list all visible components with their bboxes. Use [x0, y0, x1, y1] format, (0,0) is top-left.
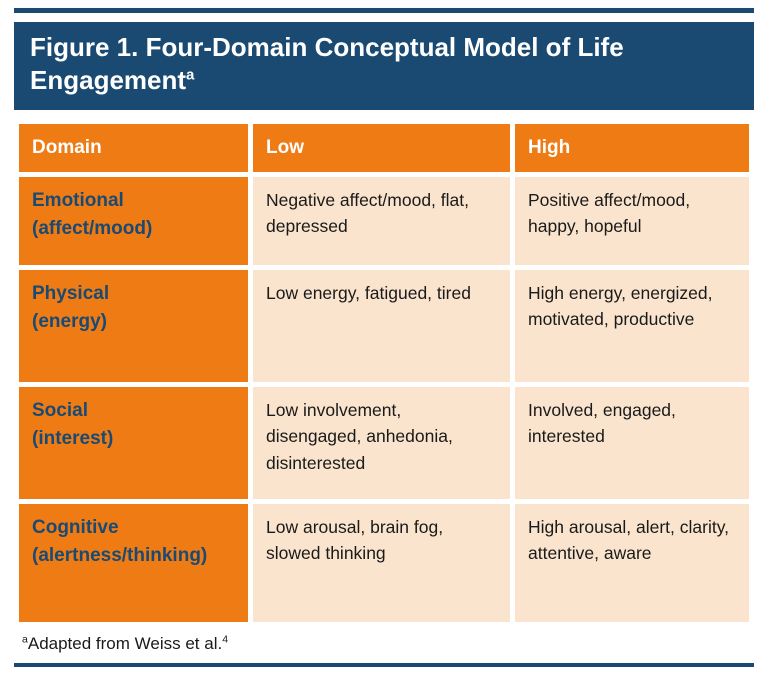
domain-name: Emotional: [32, 190, 124, 212]
top-divider-rule: [14, 8, 754, 13]
low-cell-social: Low involvement, disengaged, anhedonia, …: [253, 387, 510, 500]
domain-name: Social: [32, 400, 88, 422]
title-footnote-marker: a: [186, 66, 195, 84]
domain-qualifier: (alertness/thinking): [32, 544, 208, 566]
column-header-domain: Domain: [19, 124, 248, 173]
table-row-physical: Physical (energy) Low energy, fatigued, …: [19, 270, 749, 383]
four-domain-table: Domain Low High Emotional (affect/mood) …: [14, 119, 754, 627]
low-cell-emotional: Negative affect/mood, flat, depressed: [253, 177, 510, 266]
domain-qualifier: (interest): [32, 427, 114, 449]
low-cell-cognitive: Low arousal, brain fog, slowed thinking: [253, 504, 510, 623]
domain-cell-cognitive: Cognitive (alertness/thinking): [19, 504, 248, 623]
high-cell-physical: High energy, energized, motivated, produ…: [515, 270, 749, 383]
figure-title-bar: Figure 1. Four-Domain Conceptual Model o…: [14, 22, 754, 111]
high-cell-cognitive: High arousal, alert, clarity, attentive,…: [515, 504, 749, 623]
figure-footnote: aAdapted from Weiss et al.4: [22, 634, 754, 654]
domain-qualifier: (energy): [32, 310, 107, 332]
low-cell-physical: Low energy, fatigued, tired: [253, 270, 510, 383]
figure-title: Figure 1. Four-Domain Conceptual Model o…: [30, 31, 738, 97]
table-row-cognitive: Cognitive (alertness/thinking) Low arous…: [19, 504, 749, 623]
bottom-divider-rule: [14, 663, 754, 668]
table-header-row: Domain Low High: [19, 124, 749, 173]
table-row-emotional: Emotional (affect/mood) Negative affect/…: [19, 177, 749, 266]
footnote-marker: a: [22, 633, 28, 646]
domain-cell-physical: Physical (energy): [19, 270, 248, 383]
domain-name: Physical: [32, 283, 110, 305]
figure-title-text: Figure 1. Four-Domain Conceptual Model o…: [30, 32, 624, 96]
footnote-text: Adapted from Weiss et al.: [27, 634, 223, 654]
domain-qualifier: (affect/mood): [32, 217, 153, 239]
footnote-reference-number: 4: [222, 633, 229, 646]
high-cell-social: Involved, engaged, interested: [515, 387, 749, 500]
column-header-high: High: [515, 124, 749, 173]
domain-cell-social: Social (interest): [19, 387, 248, 500]
domain-name: Cognitive: [32, 517, 119, 539]
column-header-low: Low: [253, 124, 510, 173]
table-row-social: Social (interest) Low involvement, disen…: [19, 387, 749, 500]
domain-cell-emotional: Emotional (affect/mood): [19, 177, 248, 266]
high-cell-emotional: Positive affect/mood, happy, hopeful: [515, 177, 749, 266]
